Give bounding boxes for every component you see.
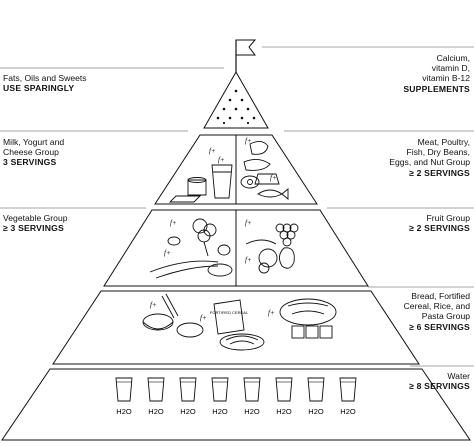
meat-fortified-marker: f+ xyxy=(245,137,252,145)
cereal-box-icon xyxy=(213,299,245,335)
fats-group-name: Fats, Oils and Sweets xyxy=(3,73,87,83)
fats-dots xyxy=(216,89,256,125)
dairy-food-icons xyxy=(168,164,233,203)
water-glass-label: H2O xyxy=(116,407,132,416)
water-glass-label: H2O xyxy=(308,407,324,416)
orange-icon xyxy=(258,248,278,268)
fruit-servings: ≥ 2 SERVINGS xyxy=(409,223,470,234)
water-glass-icon xyxy=(339,377,357,402)
water-glass-icon xyxy=(147,377,165,402)
water-glass-icon xyxy=(115,377,133,402)
water-glass-label: H2O xyxy=(148,407,164,416)
bread-label: Bread, Fortified Cereal, Rice, and Pasta… xyxy=(404,291,470,332)
meat-food-icons xyxy=(240,141,289,200)
steak-icon xyxy=(243,159,271,171)
rice-bowl-icon xyxy=(142,313,174,331)
water-glass-label: H2O xyxy=(340,407,356,416)
dairy-fortified-marker: f+ xyxy=(209,147,216,155)
water-group-name: Water xyxy=(447,371,470,381)
water-glass-label: H2O xyxy=(276,407,292,416)
vegetable-fortified-marker-2: f+ xyxy=(164,249,171,257)
pasta-plate-icon xyxy=(219,333,265,351)
water-glass-icon xyxy=(307,377,325,402)
grapes-icon xyxy=(275,223,285,233)
broccoli-icon xyxy=(192,218,208,234)
potato-icon xyxy=(167,236,181,246)
cereal-bowl-icon xyxy=(176,322,204,338)
fats-tier xyxy=(203,70,269,129)
water-glass-icon xyxy=(179,377,197,402)
strawberry-icon xyxy=(258,262,270,274)
water-glass-label: H2O xyxy=(212,407,228,416)
fish-icon xyxy=(257,189,283,198)
carrot-icon xyxy=(149,260,219,273)
water-glass-label: H2O xyxy=(180,407,196,416)
pear-icon xyxy=(279,247,295,269)
vegetable-group-name: Vegetable Group xyxy=(3,213,68,223)
water-tier xyxy=(1,368,471,441)
meat-fortified-marker-2: f+ xyxy=(270,174,277,182)
eggplant-icon xyxy=(207,263,233,277)
bread-servings: ≥ 6 SERVINGS xyxy=(409,321,470,332)
supplements-title: SUPPLEMENTS xyxy=(403,83,470,94)
vegetable-fortified-marker: f+ xyxy=(170,219,177,227)
milk-glass-icon xyxy=(211,164,233,199)
egg-icon xyxy=(240,175,260,189)
bread-tier xyxy=(52,290,420,365)
water-servings: ≥ 8 SERVINGS xyxy=(409,381,470,392)
cereal-box-label: FORTIFIED CEREAL xyxy=(210,310,249,315)
water-glass-icon xyxy=(275,377,293,402)
meat-servings: ≥ 2 SERVINGS xyxy=(409,167,470,178)
supplements-label: Calcium, vitamin D, vitamin B-12 SUPPLEM… xyxy=(403,53,470,94)
water-glasses: H2O H2O H2O H2O H2O H2O H2O H2O xyxy=(115,377,357,416)
vegetable-servings: ≥ 3 SERVINGS xyxy=(3,223,64,234)
cheese-icon xyxy=(168,195,202,203)
fruit-group-name: Fruit Group xyxy=(426,213,470,223)
supplements-list: Calcium, vitamin D, vitamin B-12 xyxy=(422,53,470,84)
milk-meat-tier xyxy=(154,134,318,205)
tomato-icon xyxy=(217,244,231,256)
nuts-icon xyxy=(249,141,269,155)
fruit-fortified-marker-2: f+ xyxy=(245,256,252,264)
can-icon xyxy=(254,173,280,185)
grain-food-icons xyxy=(142,293,337,351)
fats-label: Fats, Oils and Sweets USE SPARINGLY xyxy=(3,73,87,93)
milk-group-name: Milk, Yogurt and Cheese Group xyxy=(3,137,65,158)
bread-loaf-icon xyxy=(279,298,337,326)
water-glass-icon xyxy=(243,377,261,402)
grain-fortified-marker: f+ xyxy=(150,301,157,309)
fruit-fortified-marker: f+ xyxy=(245,219,252,227)
chopsticks-icon xyxy=(161,295,175,319)
vegetable-fruit-tier xyxy=(103,209,369,287)
fruit-label: Fruit Group ≥ 2 SERVINGS xyxy=(409,213,470,233)
flag-icon xyxy=(235,39,257,56)
yogurt-cup-icon xyxy=(187,179,207,196)
banana-icon xyxy=(245,239,277,245)
water-label: Water ≥ 8 SERVINGS xyxy=(409,371,470,391)
meat-group-name: Meat, Poultry, Fish, Dry Beans, Eggs, an… xyxy=(389,137,470,168)
fruit-food-icons xyxy=(245,223,299,274)
vegetable-food-icons xyxy=(149,218,233,279)
cracker-icon xyxy=(291,325,305,339)
vegetable-label: Vegetable Group ≥ 3 SERVINGS xyxy=(3,213,68,233)
dairy-fortified-marker-2: f+ xyxy=(218,156,225,164)
water-glass-icon xyxy=(211,377,229,402)
grain-fortified-marker-2: f+ xyxy=(200,314,207,322)
water-glass-label: H2O xyxy=(244,407,260,416)
bread-group-name: Bread, Fortified Cereal, Rice, and Pasta… xyxy=(403,291,470,322)
milk-label: Milk, Yogurt and Cheese Group 3 SERVINGS xyxy=(3,137,64,168)
milk-servings: 3 SERVINGS xyxy=(3,157,57,168)
grain-fortified-marker-3: f+ xyxy=(268,309,275,317)
meat-label: Meat, Poultry, Fish, Dry Beans, Eggs, an… xyxy=(389,137,470,178)
fats-servings: USE SPARINGLY xyxy=(3,83,75,94)
